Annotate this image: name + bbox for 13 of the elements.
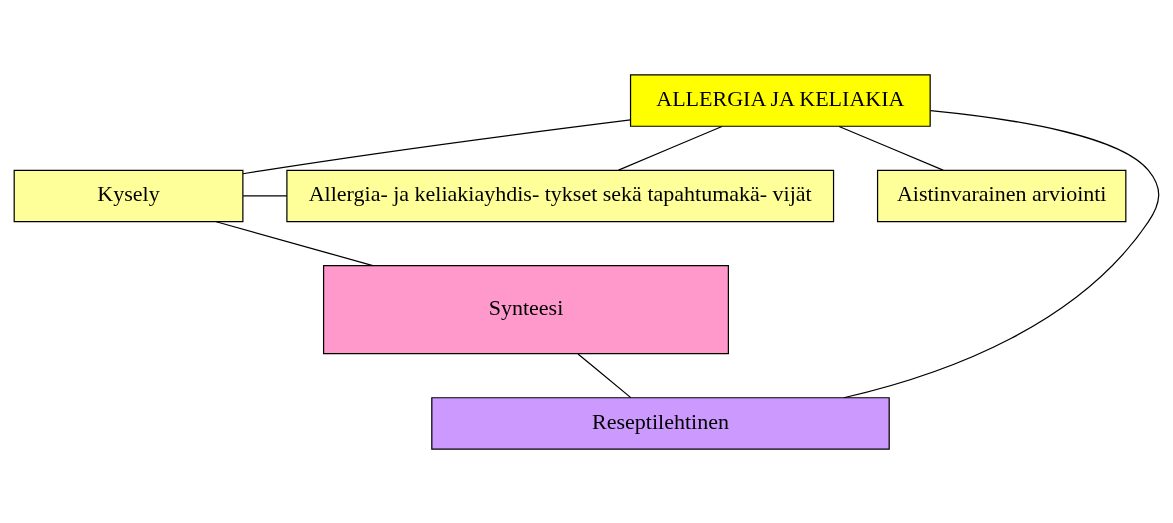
node-box: ALLERGIA JA KELIAKIA: [629, 73, 931, 127]
node-box: Reseptilehtinen: [431, 396, 890, 450]
node-box: Synteesi: [322, 264, 729, 354]
node-box: Aistinvarainen arviointi: [876, 169, 1127, 222]
node-box: Allergia- ja keliakiayhdis- tykset sekä tapahtumakä- vijät: [286, 169, 835, 222]
node-box: Kysely: [13, 169, 244, 222]
connector: [577, 352, 632, 398]
connector: [215, 220, 374, 266]
connector: [242, 118, 632, 174]
connector: [843, 109, 1160, 398]
connector: [242, 194, 288, 197]
connector: [838, 125, 944, 171]
connector: [617, 125, 723, 171]
